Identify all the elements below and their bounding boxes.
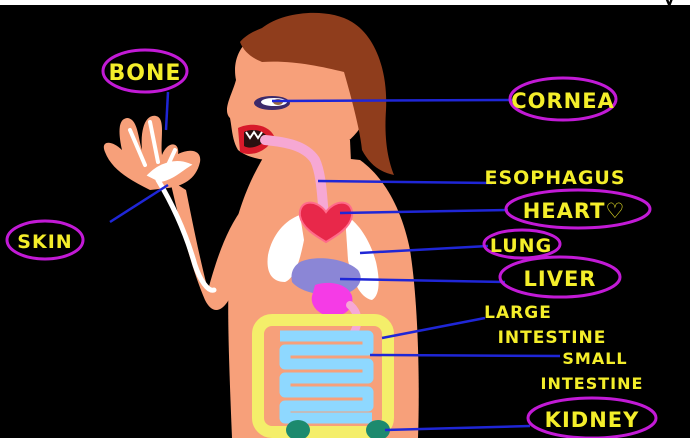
label-large-intestine-line2: INTESTINE bbox=[498, 328, 607, 348]
label-skin-text: SKIN bbox=[17, 231, 72, 253]
label-lung-text: LUNG bbox=[490, 235, 552, 257]
label-bone-text: BONE bbox=[109, 61, 182, 86]
label-esophagus-text: ESOPHAGUS bbox=[484, 167, 625, 189]
label-kidney-text: KIDNEY bbox=[545, 408, 640, 432]
top-white-strip bbox=[0, 0, 690, 5]
label-large-intestine-line1: LARGE bbox=[484, 303, 552, 323]
small-intestine-leader bbox=[370, 355, 560, 356]
label-small-intestine-line2: INTESTINE bbox=[541, 374, 644, 393]
label-lung: LUNG bbox=[484, 230, 560, 258]
cornea-leader bbox=[272, 100, 515, 101]
corner-fragment-text: y bbox=[664, 0, 674, 9]
eye bbox=[254, 96, 290, 110]
label-heart-text: HEART♡ bbox=[523, 199, 626, 223]
label-small-intestine-line1: SMALL bbox=[562, 349, 627, 368]
small-intestine-organ bbox=[280, 336, 372, 418]
label-cornea-text: CORNEA bbox=[511, 89, 615, 113]
label-esophagus: ESOPHAGUS bbox=[484, 167, 625, 189]
label-liver-text: LIVER bbox=[524, 267, 597, 291]
